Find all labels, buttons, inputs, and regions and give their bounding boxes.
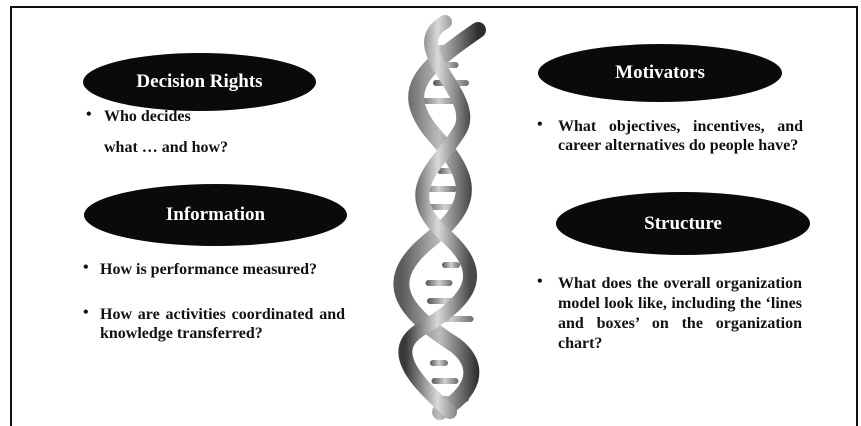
motivators-title: Motivators bbox=[615, 62, 705, 83]
information-heading: Information bbox=[84, 184, 347, 246]
motivators-bullet-icon: • bbox=[537, 116, 543, 133]
dna-rung bbox=[430, 360, 448, 366]
dna-rung bbox=[442, 262, 460, 268]
dna-rung bbox=[416, 98, 462, 104]
information-bullet2-text: How are activities coordinated and knowl… bbox=[100, 306, 345, 342]
diagram-frame bbox=[10, 6, 858, 426]
decision-rights-title: Decision Rights bbox=[136, 71, 263, 92]
decision-rights-line1: Who decides bbox=[104, 108, 191, 125]
information-title: Information bbox=[165, 204, 266, 225]
structure-heading: Structure bbox=[556, 192, 810, 255]
dna-rung bbox=[431, 378, 459, 384]
information-bullet1-text: How is performance measured? bbox=[100, 261, 317, 278]
structure-bullet-icon: • bbox=[537, 273, 543, 290]
structure-title: Structure bbox=[644, 212, 722, 234]
motivators-bullet-text: What objectives, incentives, and career … bbox=[558, 118, 803, 154]
information-bullet1-icon: • bbox=[83, 259, 89, 276]
motivators-heading: Motivators bbox=[538, 44, 782, 102]
decision-rights-bullet-icon: • bbox=[86, 106, 92, 123]
decision-rights-line2: what … and how? bbox=[104, 139, 229, 156]
decision-rights-heading: Decision Rights bbox=[83, 53, 316, 111]
structure-bullet-text: What does the overall organization model… bbox=[558, 275, 802, 352]
dna-rung bbox=[425, 280, 453, 286]
information-bullet2-icon: • bbox=[83, 304, 89, 321]
